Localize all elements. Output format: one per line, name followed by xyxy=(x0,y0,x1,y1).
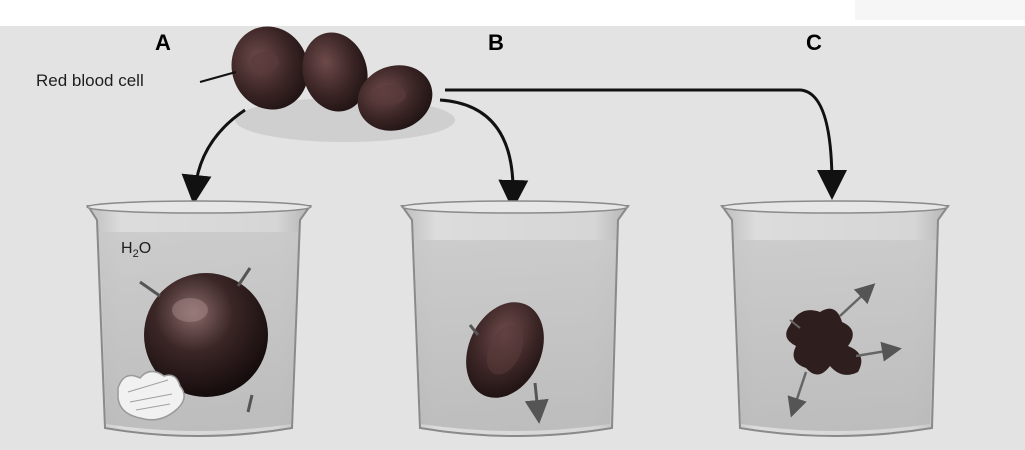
red-blood-cell-label: Red blood cell xyxy=(36,71,144,91)
water-label-h: H xyxy=(121,240,133,257)
beaker-c xyxy=(722,201,948,436)
water-label: H2O xyxy=(121,240,151,260)
cell-highlight-3 xyxy=(374,85,406,105)
beaker-a xyxy=(87,201,311,436)
panel-label-b: B xyxy=(488,30,504,56)
panel-label-c: C xyxy=(806,30,822,56)
water-label-o: O xyxy=(139,240,151,257)
beaker-b xyxy=(402,201,628,436)
panel-label-a: A xyxy=(155,30,171,56)
label-pointer xyxy=(200,72,236,82)
red-blood-cell-cluster xyxy=(220,16,455,142)
beaker-a-rim xyxy=(87,201,311,213)
swollen-cell-highlight xyxy=(172,298,208,322)
beaker-b-rim xyxy=(402,201,628,213)
beaker-c-rim xyxy=(722,201,948,213)
cell-highlight-1 xyxy=(251,52,279,72)
